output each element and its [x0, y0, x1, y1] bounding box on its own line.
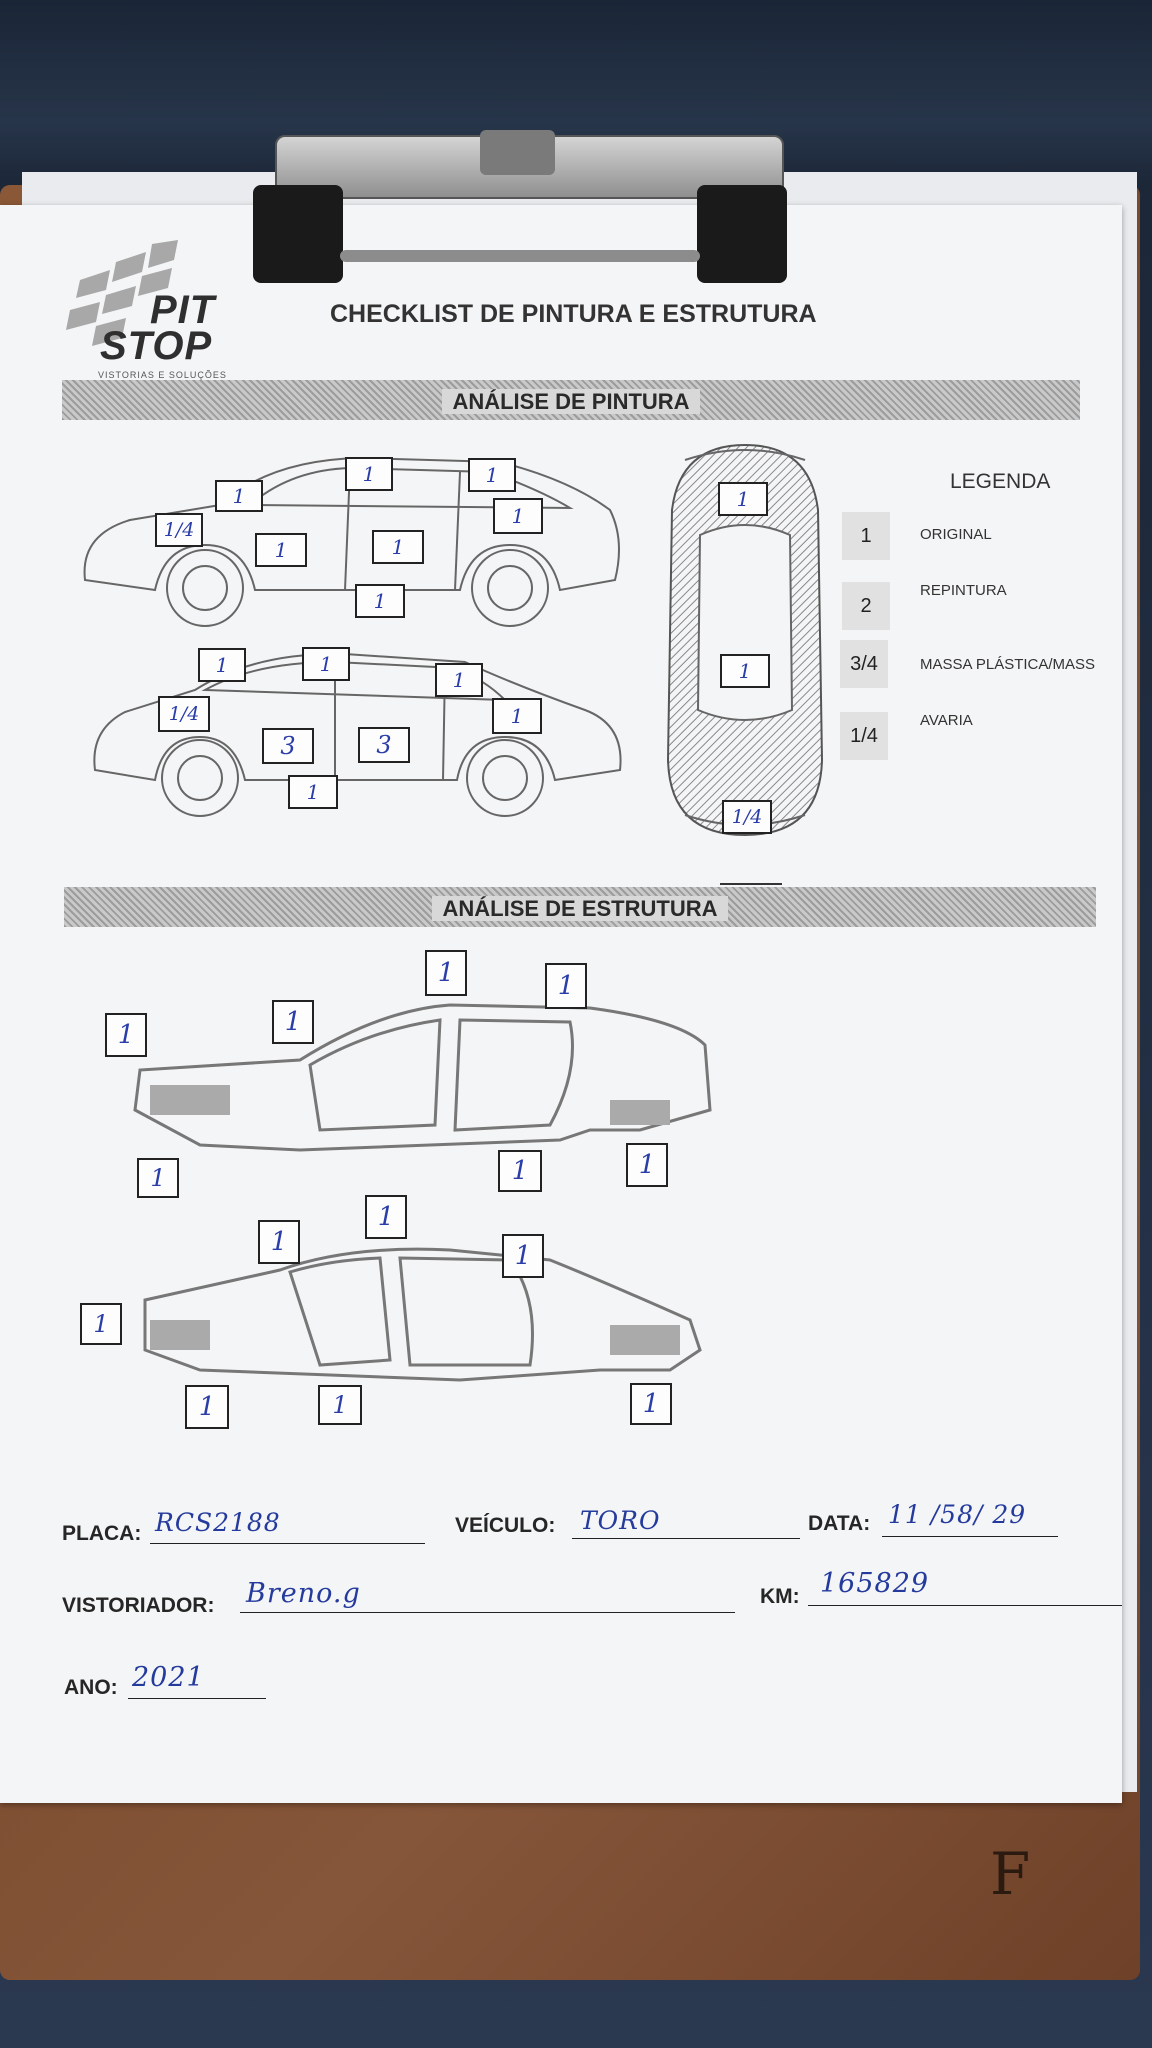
placa-label: PLACA: [62, 1522, 142, 1545]
legend-title: LEGENDA [950, 470, 1051, 493]
structure-mark-lower-b-pillar[interactable]: 1 [365, 1195, 407, 1239]
km-field[interactable] [808, 1575, 1122, 1606]
structure-mark-upper-front-rail[interactable]: 1 [105, 1013, 147, 1057]
paint-mark-left-rear-door[interactable]: 1 [372, 530, 424, 564]
legend-label-massa: MASSA PLÁSTICA/MASS [920, 656, 1096, 673]
clipboard-clip-arm-left [253, 185, 343, 283]
clipboard-clip-knob [480, 130, 555, 175]
structure-mark-upper-a-pillar[interactable]: 1 [272, 1000, 314, 1044]
board-handwritten-mark: F [990, 1840, 1031, 1908]
veiculo-value: TORO [580, 1506, 661, 1535]
km-label: KM: [760, 1585, 800, 1608]
data-field[interactable] [882, 1506, 1058, 1537]
paint-mark-right-front-pillar[interactable]: 1 [435, 663, 483, 697]
checkered-flag-icon [66, 240, 178, 346]
paint-mark-right-sill[interactable]: 1 [288, 775, 338, 809]
paint-mark-right-rear-door[interactable]: 3 [262, 728, 314, 764]
legend-label-original: ORIGINAL [920, 526, 992, 543]
veiculo-label: VEÍCULO: [455, 1514, 556, 1537]
logo-text-stop: STOP [100, 324, 213, 368]
body-structure-lower [143, 1247, 702, 1382]
section-header-painting: ANÁLISE DE PINTURA [62, 380, 1080, 420]
paint-mark-right-front-door[interactable]: 3 [358, 727, 410, 763]
structure-mark-upper-front-wheelhouse[interactable]: 1 [137, 1158, 179, 1198]
section-header-structure: ANÁLISE DE ESTRUTURA [64, 887, 1096, 927]
structure-mark-lower-sill[interactable]: 1 [318, 1385, 362, 1425]
placa-field[interactable] [150, 1513, 425, 1544]
clipboard-clip-wire [340, 250, 700, 262]
km-value: 165829 [820, 1568, 930, 1599]
clipboard-clip-arm-right [697, 185, 787, 283]
paint-mark-right-front-roof[interactable]: 1 [198, 648, 246, 682]
paint-mark-left-front-door[interactable]: 1 [255, 533, 307, 567]
ano-field[interactable] [128, 1668, 266, 1699]
vistoriador-field[interactable] [240, 1582, 735, 1613]
structure-mark-upper-roof-pillar[interactable]: 1 [425, 950, 467, 996]
legend-code-avaria: 1/4 [840, 712, 888, 760]
structure-mark-lower-a-pillar[interactable]: 1 [258, 1220, 300, 1264]
section-title-painting: ANÁLISE DE PINTURA [442, 389, 700, 414]
paint-mark-left-front-bumper[interactable]: 1/4 [155, 513, 203, 547]
placa-value: RCS2188 [155, 1508, 281, 1537]
separator-dash [720, 883, 782, 885]
structure-mark-lower-rear-rail[interactable]: 1 [80, 1303, 122, 1345]
structure-mark-lower-front-wheelhouse[interactable]: 1 [630, 1383, 672, 1425]
paint-mark-left-sill[interactable]: 1 [355, 584, 405, 618]
legend-code-original: 1 [842, 512, 890, 560]
section-title-structure: ANÁLISE DE ESTRUTURA [432, 896, 728, 921]
structure-mark-upper-rear-pillar[interactable]: 1 [545, 963, 587, 1009]
document-title: CHECKLIST DE PINTURA E ESTRUTURA [330, 300, 817, 328]
paint-mark-left-roof[interactable]: 1 [345, 457, 393, 491]
paint-mark-left-rear-roof[interactable]: 1 [468, 458, 516, 492]
structure-mark-lower-rear-pillar[interactable]: 1 [502, 1234, 544, 1278]
paint-mark-right-roof[interactable]: 1 [302, 647, 350, 681]
veiculo-field[interactable] [572, 1508, 800, 1539]
paint-mark-right-front-fender[interactable]: 1 [492, 698, 542, 734]
paint-mark-left-rear-quarter[interactable]: 1 [493, 498, 543, 534]
vistoriador-value: Breno.g [246, 1578, 361, 1609]
legend-code-massa: 3/4 [840, 640, 888, 688]
legend-code-repintura: 2 [842, 582, 890, 630]
vistoriador-label: VISTORIADOR: [62, 1594, 215, 1617]
paint-mark-right-rear-bumper[interactable]: 1/4 [158, 696, 210, 732]
body-structure-upper [133, 1003, 712, 1152]
data-label: DATA: [808, 1512, 871, 1535]
legend-label-repintura: REPINTURA [920, 582, 1007, 599]
legend-label-avaria: AVARIA [920, 712, 973, 729]
paint-mark-top-hood[interactable]: 1 [718, 482, 768, 516]
logo-text-pit: PIT [150, 288, 216, 332]
structure-mark-upper-sill[interactable]: 1 [498, 1150, 542, 1192]
structure-mark-upper-rear-wheelhouse[interactable]: 1 [626, 1143, 668, 1187]
ano-value: 2021 [132, 1662, 205, 1693]
data-value: 11 /58/ 29 [888, 1500, 1027, 1529]
paint-mark-top-roof[interactable]: 1 [720, 654, 770, 688]
logo-tagline: VISTORIAS E SOLUÇÕES [98, 370, 227, 380]
paint-mark-left-front-fender[interactable]: 1 [215, 480, 263, 512]
structure-mark-lower-rear-wheelhouse[interactable]: 1 [185, 1385, 229, 1429]
paint-mark-top-trunk[interactable]: 1/4 [722, 800, 772, 834]
pit-stop-logo: PIT STOP VISTORIAS E SOLUÇÕES [60, 240, 260, 390]
ano-label: ANO: [64, 1676, 118, 1699]
